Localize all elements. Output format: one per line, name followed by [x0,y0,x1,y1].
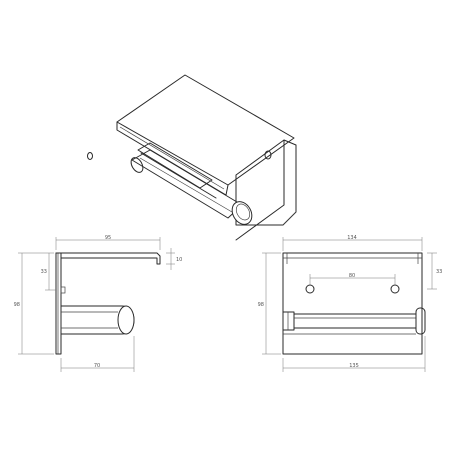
dim-side-top-width: 95 [105,235,111,241]
isometric-view [87,74,297,241]
side-end-cap [117,305,135,335]
front-hole-left [305,284,315,294]
dim-front-bottom-width: 135 [349,363,359,369]
dim-front-top-width: 134 [347,235,357,241]
iso-screw-right [264,150,272,160]
front-view: 134 80 33 98 135 [258,235,442,372]
dim-front-hole-spacing: 80 [349,273,355,279]
dim-side-bracket-offset: 33 [41,269,47,275]
side-shelf [55,252,161,265]
dim-side-lip-height: 10 [176,257,182,263]
iso-roll-bar-highlight [139,157,233,213]
front-end-cap [415,307,426,335]
dim-front-hole-offset: 33 [436,269,442,275]
front-plate [282,252,423,355]
dim-side-overall-height: 98 [14,302,20,308]
dim-side-arm-depth: 70 [94,363,100,369]
iso-shelf-top [116,74,295,186]
iso-end-cap-inner [235,203,251,221]
iso-arm-edge [140,152,217,199]
iso-back-plate-edge [235,139,285,241]
dim-front-overall-height: 98 [258,302,264,308]
iso-screw-left [87,152,93,160]
front-bar-mount [282,311,295,331]
iso-roll-bar-start [130,157,144,173]
front-roll-bar [293,313,417,329]
iso-end-cap [231,201,253,225]
iso-shelf-lip-inner [119,126,225,190]
side-arm-lines [61,311,118,329]
iso-back-plate-bottom [282,211,297,226]
side-back-plate [55,252,62,355]
side-screw [60,286,66,294]
side-view: 95 10 33 98 70 [14,235,182,372]
iso-arm [137,142,213,189]
front-hole-right [390,284,400,294]
